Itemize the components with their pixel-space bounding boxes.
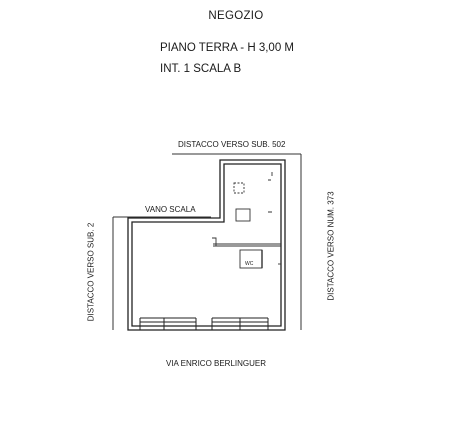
shaft-icon xyxy=(233,182,245,194)
plan-title: NEGOZIO xyxy=(208,10,264,22)
stair-label: VANO SCALA xyxy=(145,205,196,214)
bottom-windows xyxy=(139,317,269,330)
wc-box xyxy=(239,249,263,269)
pillar-icon xyxy=(235,208,251,222)
door-mark xyxy=(212,237,217,246)
unit-label: INT. 1 SCALA B xyxy=(160,63,242,75)
floor-height-label: PIANO TERRA - H 3,00 M xyxy=(160,42,294,54)
street-label: VIA ENRICO BERLINGUER xyxy=(166,359,267,368)
wc-label: WC xyxy=(245,261,254,267)
unit-walls xyxy=(127,159,286,331)
top-boundary-label: DISTACCO VERSO SUB. 502 xyxy=(178,140,286,149)
